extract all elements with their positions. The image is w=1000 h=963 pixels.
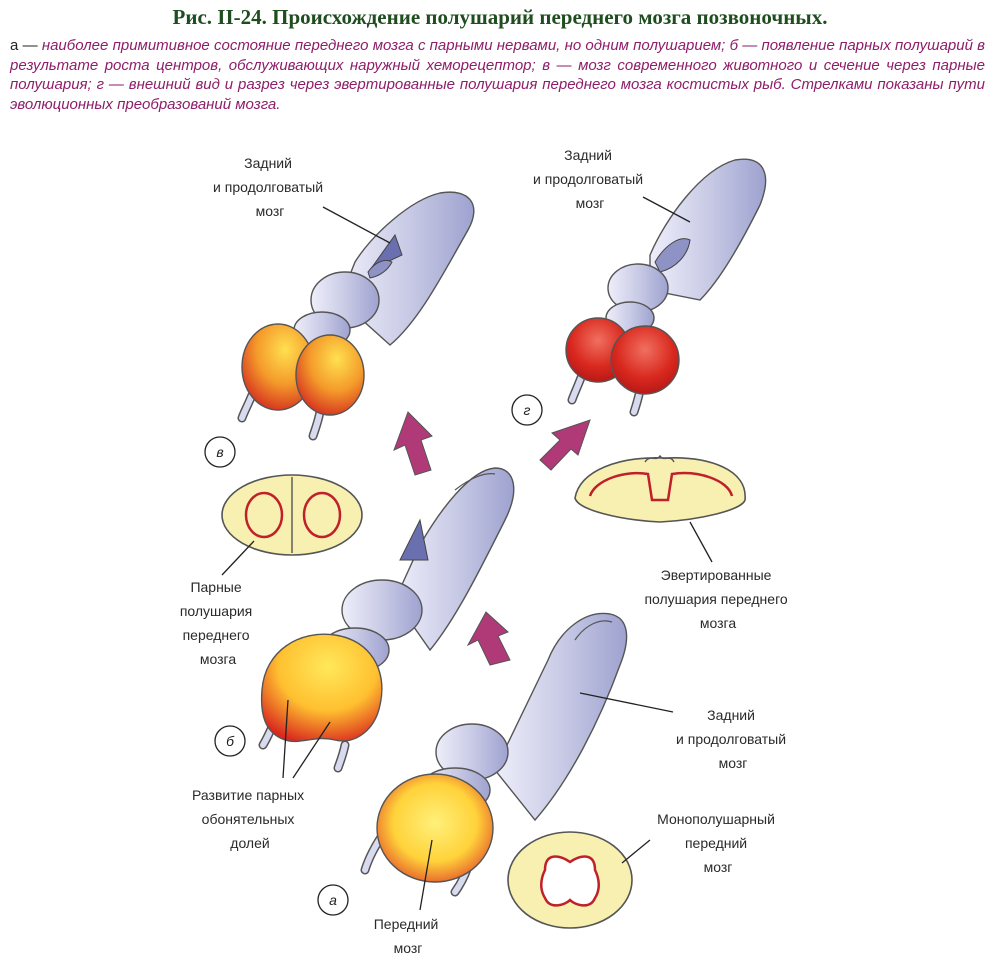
letter-a-marker: а [317,884,349,916]
label-mono: Монополушарный передний мозг [657,811,779,875]
brain-v [237,191,475,441]
section-everted [574,454,746,523]
section-paired [221,474,363,556]
brain-a [360,612,628,897]
label-paired: Парные полушария переднего мозга [180,579,256,667]
label-olfactory: Развитие парных обонятельных долей [192,787,308,851]
letter-v: в [216,444,223,460]
letter-g: г [524,402,531,418]
caption-first-letter: а — [10,37,38,54]
letter-v-marker: в [204,436,236,468]
hindbrain-b [394,467,515,652]
figure-title: Рис. II-24. Происхождение полушарий пере… [172,5,828,29]
hemisphere-g-right [610,325,680,395]
arrow-b-to-g [539,419,591,471]
label-everted: Эвертированные полушария переднего мозга [644,567,791,631]
forebrain-b [260,633,383,743]
letter-g-marker: г [511,394,543,426]
arrow-b-to-v [393,411,433,476]
hindbrain-g [649,158,767,301]
forebrain-a [376,773,494,883]
figure-caption: а — наиболее примитивное состояние перед… [10,36,985,114]
caption-text: наиболее примитивное состояние переднего… [10,37,986,113]
label-g-hind: Задний и продолговатый мозг [533,147,647,211]
hemisphere-v-right [295,334,365,416]
hindbrain-a [494,612,628,822]
letter-b-marker: б [214,725,246,757]
brain-b [258,467,515,773]
section-mono [507,831,633,929]
brain-g [565,158,767,417]
letter-a: а [329,892,337,908]
label-forebrain: Передний мозг [374,916,443,956]
letter-b: б [226,733,235,749]
label-v-hind: Задний и продолговатый мозг [213,155,327,219]
arrow-a-to-b [466,611,511,666]
label-a-hind: Задний и продолговатый мозг [676,707,790,771]
